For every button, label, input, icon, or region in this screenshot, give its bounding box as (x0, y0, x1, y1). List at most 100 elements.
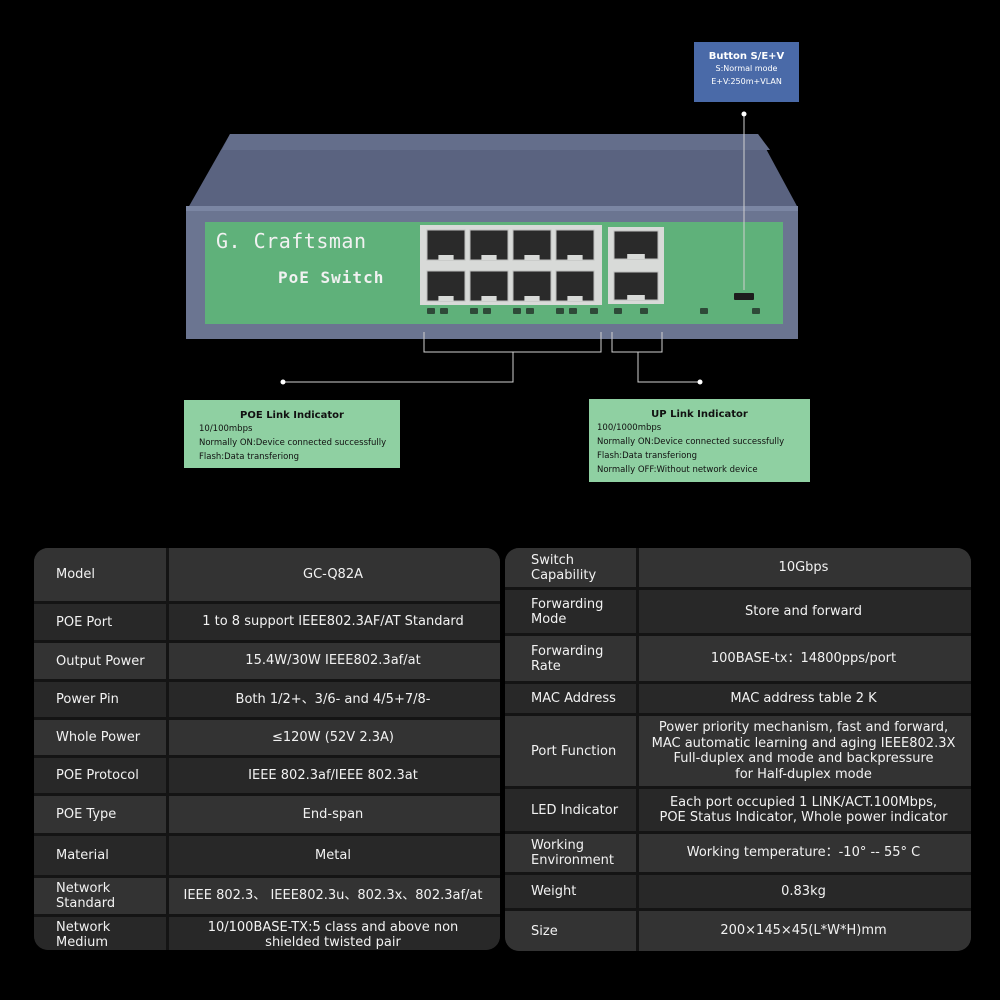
ethernet-ports (426, 229, 659, 302)
product-label: PoE Switch (278, 268, 385, 287)
spec-label: Working Environment (505, 834, 636, 872)
spec-label: MAC Address (505, 684, 636, 713)
poe-switch-illustration (186, 111, 798, 385)
led-indicator (483, 308, 491, 314)
rj45-port-latch (524, 296, 540, 301)
row-divider (505, 908, 971, 911)
spec-value: GC-Q82A (166, 548, 500, 601)
spec-label: Size (505, 911, 636, 951)
spec-label: Port Function (505, 716, 636, 786)
uplink-bracket-line (611, 332, 663, 353)
up-link-callout: UP Link Indicator 100/1000mbps Normally … (589, 399, 810, 482)
rj45-port-latch (438, 255, 454, 260)
spec-label: Switch Capability (505, 548, 636, 587)
spec-label: LED Indicator (505, 789, 636, 831)
spec-value: Both 1/2+、3/6- and 4/5+7/8- (166, 682, 500, 717)
spec-value: 10Gbps (636, 548, 971, 587)
brand-logo: G. Craftsman (216, 229, 367, 253)
column-divider (166, 548, 169, 950)
spec-value: IEEE 802.3af/IEEE 802.3at (166, 758, 500, 793)
row-divider (34, 601, 500, 604)
rj45-port-latch (627, 295, 645, 300)
spec-label: Forwarding Mode (505, 590, 636, 633)
poe-link-line: Flash:Data transferiong (199, 452, 300, 462)
spec-label: Power Pin (34, 682, 166, 717)
up-link-line: Normally ON:Device connected successfull… (597, 437, 785, 447)
up-link-line: 100/1000mbps (597, 423, 662, 433)
row-divider (505, 786, 971, 789)
row-divider (505, 587, 971, 590)
spec-value: 100BASE-tx：14800pps/port (636, 636, 971, 681)
spec-label: POE Type (34, 796, 166, 833)
spec-label: Network Medium (34, 917, 166, 950)
row-divider (505, 872, 971, 875)
led-indicator (526, 308, 534, 314)
poe-link-callout: POE Link Indicator 10/100mbps Normally O… (184, 400, 400, 468)
led-indicator (427, 308, 435, 314)
row-divider (34, 914, 500, 917)
spec-label: Network Standard (34, 878, 166, 914)
spec-value: Power priority mechanism, fast and forwa… (636, 716, 971, 786)
column-divider (636, 548, 639, 951)
row-divider (505, 713, 971, 716)
chassis-top-highlight (222, 134, 770, 150)
poe-link-line: 10/100mbps (199, 424, 253, 434)
chassis-top (188, 134, 798, 208)
spec-value: IEEE 802.3、 IEEE802.3u、802.3x、802.3af/at (166, 878, 500, 914)
led-indicator (569, 308, 577, 314)
spec-label: Material (34, 836, 166, 875)
poe-link-line: Normally ON:Device connected successfull… (199, 438, 387, 448)
rj45-port-latch (481, 255, 497, 260)
row-divider (505, 681, 971, 684)
led-indicator (640, 308, 648, 314)
row-divider (34, 793, 500, 796)
up-link-line: Flash:Data transferiong (597, 451, 698, 461)
row-divider (34, 640, 500, 643)
led-indicator (590, 308, 598, 314)
spec-label: POE Protocol (34, 758, 166, 793)
spec-label: Output Power (34, 643, 166, 679)
up-link-line: Normally OFF:Without network device (597, 465, 758, 475)
up-link-title: UP Link Indicator (651, 409, 748, 420)
rj45-port-latch (567, 296, 583, 301)
mode-button[interactable] (734, 293, 754, 300)
spec-value: 1 to 8 support IEEE802.3AF/AT Standard (166, 604, 500, 640)
led-indicator (440, 308, 448, 314)
row-divider (34, 755, 500, 758)
led-indicator (614, 308, 622, 314)
row-divider (505, 633, 971, 636)
poe-link-title: POE Link Indicator (240, 410, 344, 421)
led-indicator (513, 308, 521, 314)
row-divider (34, 833, 500, 836)
spec-value: ≤120W (52V 2.3A) (166, 720, 500, 755)
power-led (700, 308, 708, 314)
button-callout: Button S/E+V S:Normal mode E+V:250m+VLAN (694, 42, 799, 102)
spec-value: Each port occupied 1 LINK/ACT.100Mbps, P… (636, 789, 971, 831)
spec-label: Model (34, 548, 166, 601)
rj45-port-latch (567, 255, 583, 260)
spec-label: POE Port (34, 604, 166, 640)
led-indicator (556, 308, 564, 314)
port-leds (427, 308, 760, 314)
spec-value: 0.83kg (636, 875, 971, 908)
row-divider (34, 875, 500, 878)
spec-label: Whole Power (34, 720, 166, 755)
spec-value: 15.4W/30W IEEE802.3af/at (166, 643, 500, 679)
